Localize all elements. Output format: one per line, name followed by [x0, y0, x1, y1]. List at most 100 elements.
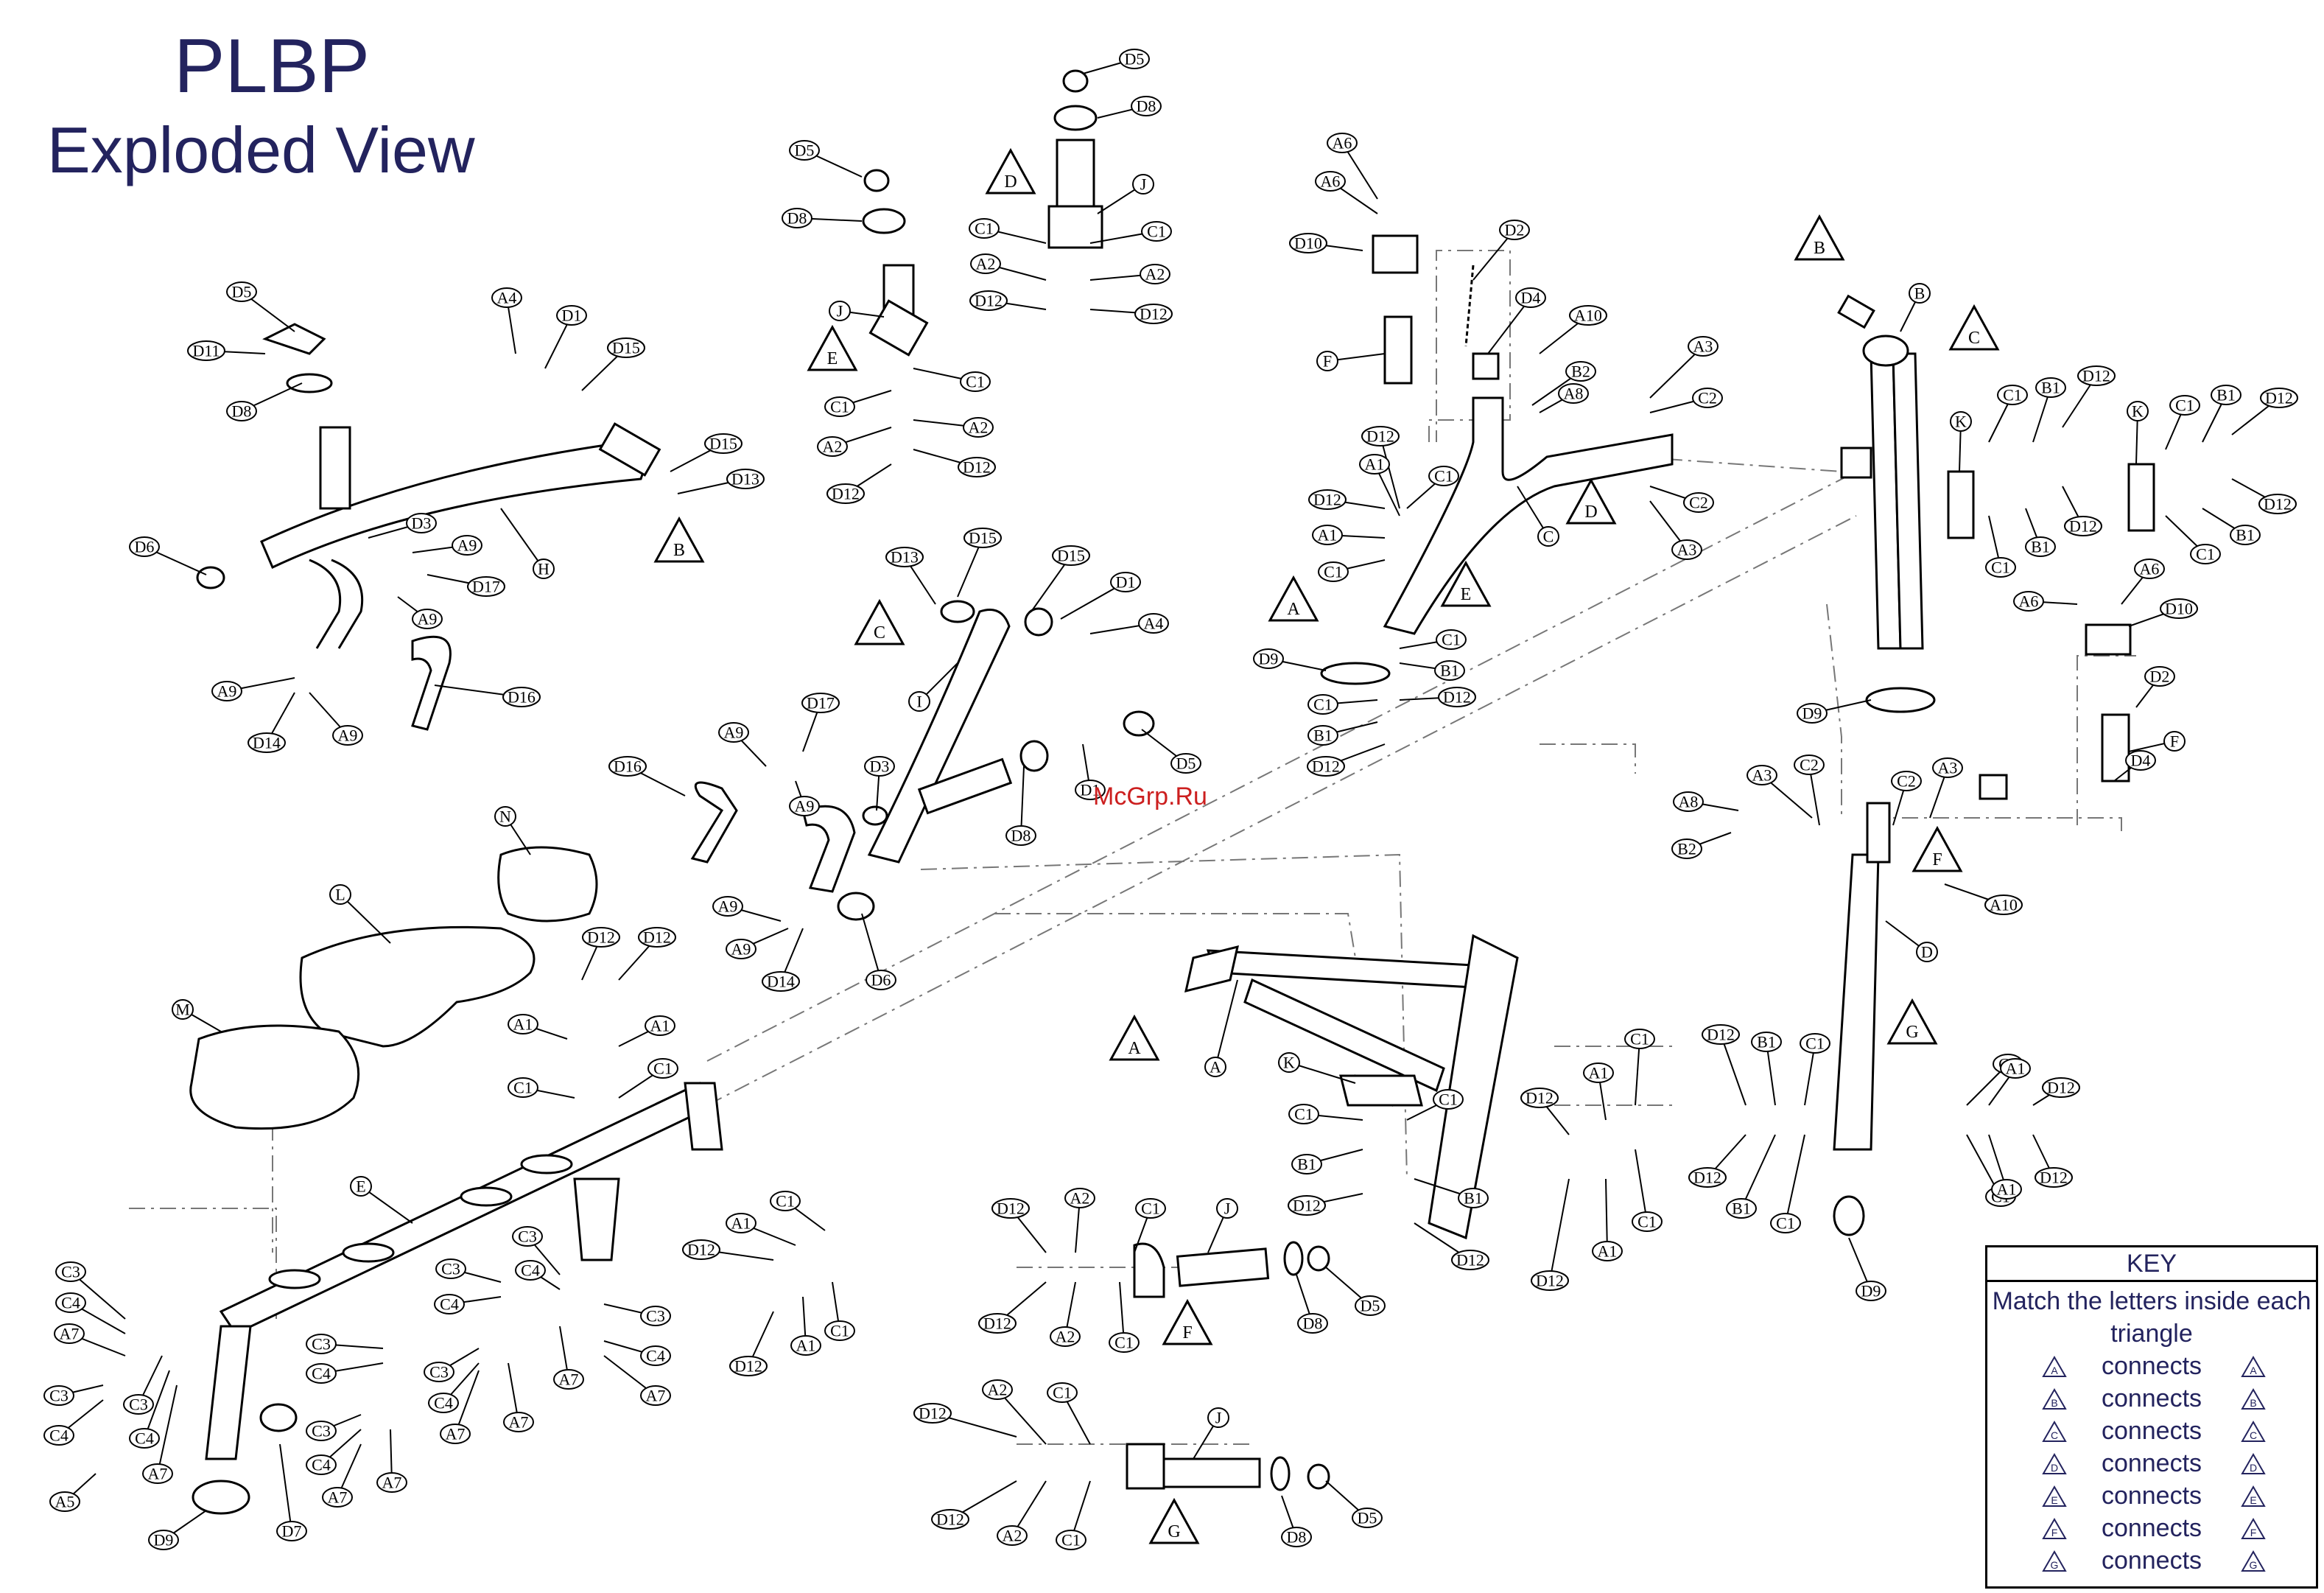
- callout-bubble: [782, 208, 812, 228]
- callout-d15: D15: [670, 433, 743, 472]
- callout-bubble: [1278, 1052, 1300, 1073]
- callout-a2: A2: [997, 1480, 1047, 1546]
- callout-label: C2: [1800, 756, 1819, 774]
- callout-d5: D5: [1082, 49, 1150, 74]
- callout-bubble: [1075, 780, 1106, 800]
- callout-bubble: [1312, 525, 1343, 545]
- callout-bubble: [970, 253, 1001, 274]
- callout-label: C1: [1141, 1200, 1160, 1218]
- callout-d2: D2: [1472, 220, 1530, 281]
- callout-label: D8: [1303, 1314, 1323, 1333]
- callout-c4: C4: [306, 1362, 384, 1384]
- key-triangle-letter: B: [2051, 1397, 2057, 1409]
- callout-bubble: [790, 1335, 821, 1356]
- callout-bubble: [2144, 666, 2175, 687]
- callout-bubble: [1281, 1527, 1312, 1547]
- callout-bubble: [1315, 171, 1346, 192]
- callout-bubble: [978, 1313, 1017, 1334]
- callout-label: D12: [1693, 1169, 1721, 1187]
- callout-label: C1: [1061, 1531, 1081, 1550]
- watermark: McGrp.Ru: [1093, 783, 1207, 810]
- callout-a9: A9: [712, 896, 782, 922]
- callout-d12: D12: [1361, 426, 1400, 509]
- callout-bubble: [2230, 525, 2261, 545]
- callout-bubble: [55, 1261, 86, 1282]
- callout-label: C4: [434, 1394, 453, 1412]
- callout-bubble: [960, 371, 991, 392]
- callout-bubble: [1592, 1241, 1623, 1261]
- callout-bubble: [306, 1454, 337, 1475]
- callout-label: A9: [418, 610, 438, 629]
- callout-c1: C1: [1800, 1033, 1830, 1106]
- callout-c1: C1: [1056, 1480, 1091, 1550]
- triangle-outline: [854, 598, 905, 645]
- callout-c1: C1: [1318, 559, 1386, 582]
- callout-label: C3: [312, 1335, 331, 1354]
- callout-d5: D5: [1325, 1267, 1386, 1316]
- callout-label: D7: [282, 1522, 302, 1541]
- callout-bubble: [1318, 561, 1349, 582]
- callout-label: A7: [60, 1325, 80, 1343]
- callout-bubble: [726, 1213, 756, 1233]
- callout-label: C4: [135, 1429, 154, 1448]
- key-triangle-letter: F: [2250, 1527, 2257, 1538]
- page-title: PLBP: [174, 24, 370, 109]
- page-subtitle: Exploded View: [47, 113, 475, 186]
- key-triangle-letter: D: [2051, 1462, 2058, 1474]
- callout-label: D6: [135, 538, 155, 556]
- callout-label: A6: [1321, 172, 1341, 191]
- triangle-e: E: [807, 324, 858, 371]
- callout-label: C3: [518, 1228, 537, 1246]
- callout-label: A8: [1564, 385, 1584, 403]
- key-text: Match the letters inside each triangle: [1992, 1287, 2311, 1348]
- key-connects-text: connects: [2101, 1417, 2202, 1445]
- callout-label: A2: [823, 438, 843, 456]
- callout-label: D17: [807, 694, 835, 713]
- callout-bubble: [435, 1258, 466, 1279]
- callout-bubble: [1135, 1198, 1166, 1219]
- callout-label: D12: [2082, 367, 2110, 385]
- part-j-post: [862, 69, 1103, 357]
- callout-d12: D12: [1520, 1088, 1570, 1135]
- callout-bubble: [1726, 1198, 1757, 1219]
- callout-label: D4: [2131, 752, 2151, 770]
- triangle-letter: B: [673, 541, 685, 560]
- leader-line: [340, 894, 391, 944]
- callout-d16: D16: [608, 756, 686, 796]
- callout-d1: D1: [1060, 572, 1141, 620]
- callout-d4: D4: [2113, 750, 2156, 782]
- callout-label: D12: [1366, 427, 1394, 446]
- callout-label: D11: [192, 342, 220, 360]
- triangle-a: A: [1109, 1014, 1160, 1061]
- callout-label: A7: [382, 1474, 402, 1492]
- callout-label: M: [175, 1001, 190, 1019]
- callout-bubble: [350, 1176, 372, 1197]
- callout-bubble: [1307, 725, 1338, 746]
- callout-bubble: [1140, 264, 1170, 284]
- callout-bubble: [908, 691, 930, 712]
- triangle-c: C: [854, 598, 905, 645]
- part-i-arm: [837, 600, 1155, 921]
- callout-label: C1: [1776, 1214, 1795, 1233]
- callout-bubble: [1132, 174, 1154, 195]
- callout-d11: D11: [187, 340, 266, 361]
- callout-a7: A7: [142, 1384, 178, 1484]
- callout-b1: B1: [2025, 508, 2056, 557]
- callout-label: C1: [1114, 1334, 1134, 1352]
- callout-bubble: [1800, 1033, 1830, 1054]
- callout-label: A2: [1056, 1328, 1075, 1346]
- callout-bubble: [866, 970, 896, 990]
- callout-bubble: [2042, 1077, 2080, 1098]
- callout-b: B: [1900, 283, 1931, 332]
- callout-bubble: [770, 1191, 801, 1211]
- callout-bubble: [2163, 731, 2186, 752]
- callout-bubble: [1289, 233, 1327, 253]
- callout-label: B1: [1757, 1033, 1776, 1051]
- callout-label: C4: [312, 1456, 331, 1474]
- callout-label: D12: [2047, 1079, 2075, 1097]
- key-triangle-letter: E: [2051, 1494, 2057, 1506]
- callout-d13: D13: [885, 547, 936, 605]
- callout-label: D12: [2069, 517, 2097, 536]
- callout-bubble: [1932, 757, 1963, 778]
- callout-a1: A1: [790, 1296, 821, 1356]
